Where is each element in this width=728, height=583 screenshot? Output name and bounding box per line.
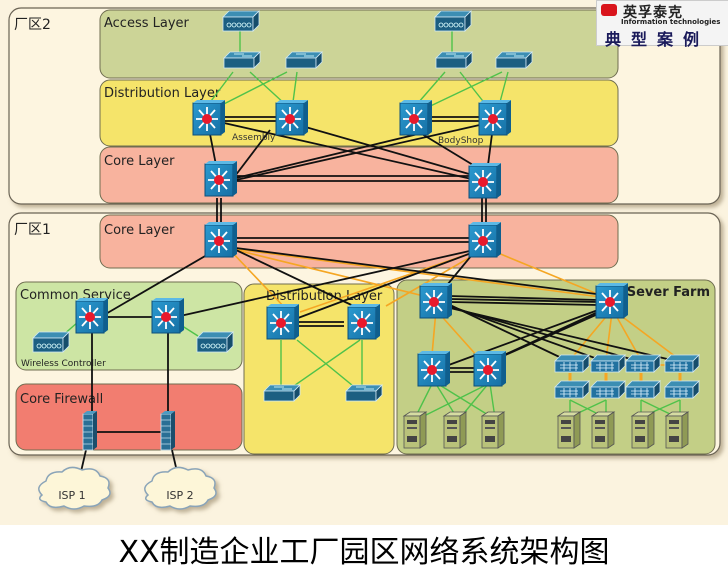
server-icon: [665, 411, 689, 449]
zone1-core-layer-label: Core Layer: [104, 223, 175, 238]
distribution-switch-icon: [399, 99, 433, 136]
access-switch-icon: [495, 51, 533, 69]
distribution-switch-icon: [266, 303, 300, 340]
firewall-icon: [160, 410, 176, 451]
wireless-controller-icon: [222, 10, 260, 32]
access-switch-icon: [345, 384, 383, 402]
distribution-switch-icon: [347, 303, 381, 340]
wireless-controller-icon: [32, 331, 70, 353]
zone2-label: 厂区2: [14, 17, 51, 33]
content-switch-icon: [590, 354, 626, 373]
access-switch-icon: [263, 384, 301, 402]
core-switch-icon: [204, 221, 238, 258]
wireless-controller-icon: [434, 10, 472, 32]
server-icon: [591, 411, 615, 449]
isp-2-label: ISP 2: [166, 489, 193, 502]
multilayer-switch-icon: [625, 380, 661, 399]
access-switch-icon: [285, 51, 323, 69]
isp-cloud-2: [144, 466, 217, 510]
zone2-distribution-layer-label: Distribution Layer: [104, 86, 221, 101]
zone1-label: 厂区1: [14, 222, 51, 238]
logo-company-cn: 英孚泰克: [623, 5, 683, 21]
server-icon: [481, 411, 505, 449]
access-switch-icon: [435, 51, 473, 69]
common-service-area: [15, 281, 243, 371]
multilayer-switch-icon: [590, 380, 626, 399]
site-label-assembly: Assembly: [232, 133, 276, 143]
network-diagram: 厂区2 Access Layer Distribution Layer Core…: [0, 0, 728, 525]
company-logo: 英孚泰克 Information technologies 典型案例: [596, 0, 728, 49]
server-access-switch-icon: [473, 350, 507, 387]
site-label-bodyshop: BodyShop: [438, 136, 484, 146]
server-icon: [557, 411, 581, 449]
multilayer-switch-icon: [554, 380, 590, 399]
server-icon: [631, 411, 655, 449]
firewall-icon: [82, 410, 98, 451]
distribution-switch-icon: [275, 99, 309, 136]
content-switch-icon: [664, 354, 700, 373]
zone2-access-layer-label: Access Layer: [104, 16, 190, 31]
logo-tagline: 典型案例: [605, 30, 710, 49]
server-icon: [403, 411, 427, 449]
wireless-controller-label: Wireless Controller: [21, 359, 106, 369]
core-switch-icon: [468, 162, 502, 199]
isp-cloud-1: [38, 466, 111, 510]
distribution-switch-icon: [478, 99, 512, 136]
isp-1-label: ISP 1: [58, 489, 85, 502]
service-switch-icon: [151, 297, 185, 334]
server-access-switch-icon: [417, 350, 451, 387]
server-icon: [443, 411, 467, 449]
core-firewall-area: [15, 383, 243, 451]
logo-mark-icon: [601, 4, 617, 16]
server-farm-label: Sever Farm: [627, 285, 710, 300]
core-firewall-label: Core Firewall: [20, 392, 103, 407]
core-switch-icon: [468, 221, 502, 258]
content-switch-icon: [625, 354, 661, 373]
zone2-core-layer-label: Core Layer: [104, 154, 175, 169]
content-switch-icon: [554, 354, 590, 373]
access-switch-icon: [223, 51, 261, 69]
distribution-switch-icon: [192, 99, 226, 136]
server-farm-switch-icon: [595, 282, 629, 319]
multilayer-switch-icon: [664, 380, 700, 399]
core-switch-icon: [204, 160, 238, 197]
logo-company-en: Information technologies: [621, 18, 721, 26]
common-service-label: Common Service: [20, 288, 131, 303]
links-black: [79, 116, 681, 477]
wireless-controller-icon: [196, 331, 234, 353]
service-switch-icon: [75, 297, 109, 334]
zone2-core-layer: [99, 146, 619, 204]
server-farm-switch-icon: [419, 282, 453, 319]
diagram-caption: XX制造企业工厂园区网络系统架构图: [118, 535, 610, 570]
